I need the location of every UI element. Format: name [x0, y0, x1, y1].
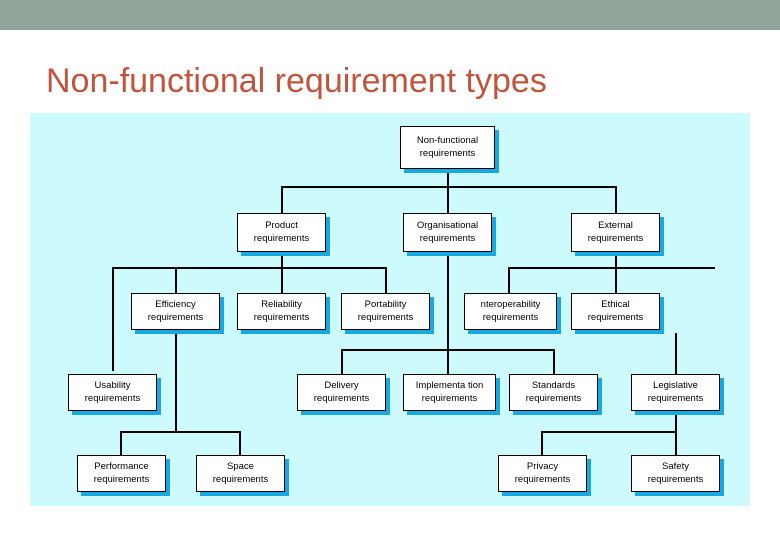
node-label-line2: requirements — [93, 473, 150, 485]
node-label-line1: Reliability — [261, 299, 302, 310]
node-non-functional-requirements[interactable]: Non-functional requirements — [400, 126, 495, 169]
connector-to-safety — [675, 431, 677, 455]
node-label-line1: Product — [265, 220, 298, 231]
connector-to-reliability — [281, 267, 283, 293]
connector-efficiency-stem — [175, 333, 177, 432]
node-label-line2: requirements — [514, 473, 571, 485]
node-efficiency-requirements[interactable]: Efficiency requirements — [131, 293, 220, 330]
connector-legislative-stem — [675, 414, 677, 432]
connector-ethical-to-legislative — [675, 333, 677, 374]
connector-to-organisational — [447, 186, 449, 213]
connector-to-product — [281, 186, 283, 213]
node-label-line1: Portability — [364, 299, 407, 310]
diagram-panel: Non-functional requirements Product requ… — [30, 113, 750, 506]
connector-to-privacy — [541, 431, 543, 455]
node-interoperability-requirements[interactable]: nteroperability requirements — [464, 293, 557, 330]
node-label-line2: requirements — [525, 392, 582, 404]
node-external-requirements[interactable]: External requirements — [571, 213, 660, 252]
node-label-line1: Performance — [94, 461, 149, 472]
node-safety-requirements[interactable]: Safety requirements — [631, 455, 720, 492]
node-label-line2: requirements — [253, 311, 310, 323]
connector-to-implementation — [447, 349, 449, 374]
node-label-line2: requirements — [147, 311, 204, 323]
connector-efficiency-bar — [120, 431, 241, 433]
node-label-line2: requirements — [212, 473, 269, 485]
node-label-line1: Privacy — [526, 461, 559, 472]
node-label-line2: requirements — [357, 311, 414, 323]
node-usability-requirements[interactable]: Usability requirements — [68, 374, 157, 411]
node-label-line2: requirements — [253, 232, 310, 244]
node-label-line2: requirements — [419, 147, 476, 159]
connector-external-bar — [508, 267, 715, 269]
connector-to-delivery — [341, 349, 343, 374]
node-space-requirements[interactable]: Space requirements — [196, 455, 285, 492]
connector-level1-bar — [281, 186, 617, 188]
node-label-line1: Usability — [94, 380, 131, 391]
connector-to-portability — [385, 267, 387, 293]
node-organisational-requirements[interactable]: Organisational requirements — [403, 213, 492, 252]
node-reliability-requirements[interactable]: Reliability requirements — [237, 293, 326, 330]
node-label-line2: requirements — [587, 311, 644, 323]
node-label-line1: Safety — [662, 461, 689, 472]
node-label-line1: Efficiency — [155, 299, 196, 310]
connector-to-usability — [112, 267, 114, 371]
connector-to-external — [615, 186, 617, 213]
node-standards-requirements[interactable]: Standards requirements — [509, 374, 598, 411]
slide-top-band — [0, 0, 780, 30]
node-label-line2: requirements — [587, 232, 644, 244]
connector-product-bar — [112, 267, 386, 269]
page-title: Non-functional requirement types — [46, 62, 547, 100]
connector-legislative-bar — [541, 431, 677, 433]
node-delivery-requirements[interactable]: Delivery requirements — [297, 374, 386, 411]
connector-to-interoperability — [508, 267, 510, 293]
node-label-line2: requirements — [84, 392, 141, 404]
node-label-line2: requirements — [313, 392, 370, 404]
node-label-line1: Standards — [531, 380, 576, 391]
node-performance-requirements[interactable]: Performance requirements — [77, 455, 166, 492]
connector-organisational-stem — [447, 252, 449, 350]
node-label-line1: Implementa tion — [415, 380, 484, 391]
node-label-line2: requirements — [647, 392, 704, 404]
node-label-line1: nteroperability — [480, 299, 541, 310]
node-label-line1: Ethical — [601, 299, 630, 310]
node-privacy-requirements[interactable]: Privacy requirements — [498, 455, 587, 492]
node-label-line1: Non-functional — [416, 135, 479, 146]
node-label-line1: External — [598, 220, 633, 231]
node-label-line2: requirements — [647, 473, 704, 485]
node-label-line2: requirements — [482, 311, 539, 323]
node-implementation-requirements[interactable]: Implementa tion requirements — [403, 374, 496, 411]
connector-product-stem — [281, 252, 283, 269]
node-label-line1: Delivery — [324, 380, 359, 391]
node-product-requirements[interactable]: Product requirements — [237, 213, 326, 252]
node-portability-requirements[interactable]: Portability requirements — [341, 293, 430, 330]
node-label-line1: Legislative — [653, 380, 698, 391]
node-label-line1: Organisational — [416, 220, 479, 231]
node-label-line1: Space — [227, 461, 254, 472]
node-ethical-requirements[interactable]: Ethical requirements — [571, 293, 660, 330]
node-legislative-requirements[interactable]: Legislative requirements — [631, 374, 720, 411]
connector-to-standards — [553, 349, 555, 374]
connector-to-efficiency — [175, 267, 177, 293]
node-label-line2: requirements — [419, 232, 476, 244]
connector-root-stem — [447, 170, 449, 188]
connector-to-space — [239, 431, 241, 455]
connector-to-ethical — [615, 267, 617, 293]
node-label-line2: requirements — [421, 392, 478, 404]
connector-to-performance — [120, 431, 122, 455]
connector-external-stem — [615, 252, 617, 269]
